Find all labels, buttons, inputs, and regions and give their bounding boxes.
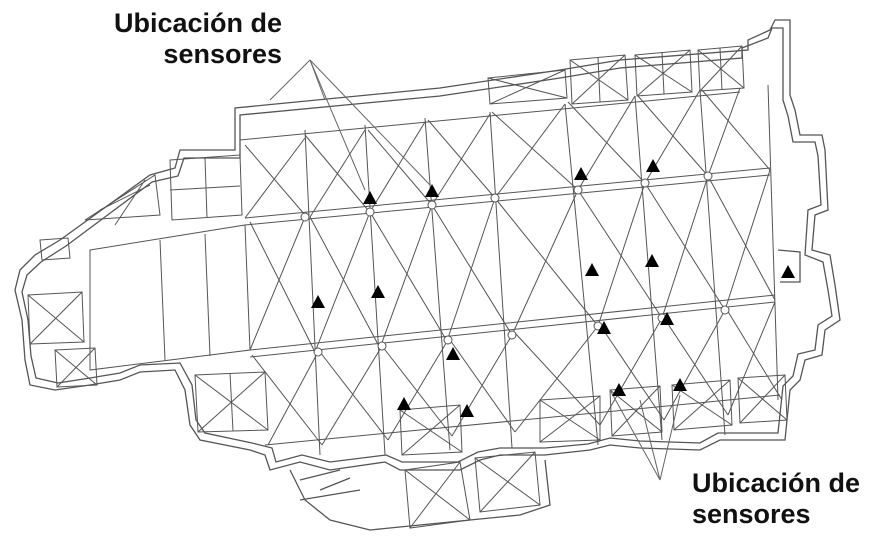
label-line-2: sensores <box>163 39 282 69</box>
sensor-marker <box>781 265 795 278</box>
label-line-1: Ubicación de <box>692 468 861 498</box>
sensor-marker <box>646 159 660 172</box>
rib-junctions <box>300 171 730 357</box>
sensor-location-label-top: Ubicación de sensores <box>92 8 282 70</box>
label-line-1: Ubicación de <box>113 8 282 38</box>
sensor-marker <box>371 285 385 298</box>
sensor-marker <box>645 254 659 267</box>
sensor-marker <box>460 404 474 417</box>
sensor-marker <box>425 184 439 197</box>
sensor-marker <box>397 397 411 410</box>
sensor-marker <box>585 263 599 276</box>
sensor-marker <box>673 378 687 391</box>
sensor-marker <box>612 383 626 396</box>
sensor-marker <box>660 312 674 325</box>
sensor-marker <box>597 321 611 334</box>
sensor-markers <box>311 159 795 417</box>
sensor-marker <box>446 347 460 360</box>
sensor-location-label-bottom: Ubicación de sensores <box>692 468 882 530</box>
sensor-marker <box>574 167 588 180</box>
building-outline <box>14 19 841 531</box>
sensor-marker <box>363 191 377 204</box>
callout-leader-lines <box>269 59 681 481</box>
vault-grid <box>27 45 788 529</box>
sensor-marker <box>311 295 325 308</box>
label-line-2: sensores <box>692 499 811 529</box>
